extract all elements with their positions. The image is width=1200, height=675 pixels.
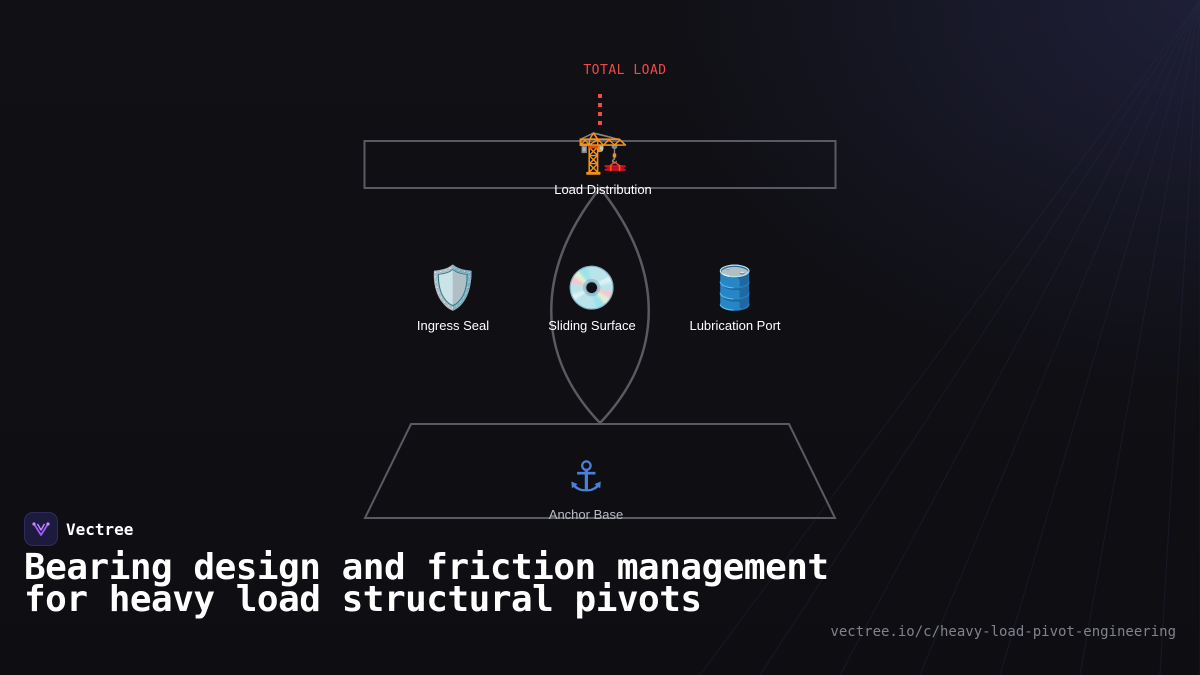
node-lubrication-port: 🛢️ Lubrication Port xyxy=(645,263,825,334)
total-load-label: TOTAL LOAD xyxy=(583,63,667,78)
node-sliding-surface: 💿 Sliding Surface xyxy=(502,263,682,334)
shield-icon: 🛡️ xyxy=(426,263,480,312)
source-url: vectree.io/c/heavy-load-pivot-engineerin… xyxy=(830,624,1176,640)
anchor-base-label: Anchor Base xyxy=(548,507,624,522)
page-title: Bearing design and friction management f… xyxy=(24,547,829,620)
node-anchor-base: ⚓ Anchor Base xyxy=(496,452,676,523)
construction-crane-icon: 🏗️ xyxy=(576,127,630,176)
lubrication-port-label: Lubrication Port xyxy=(689,318,781,333)
load-distribution-label: Load Distribution xyxy=(554,182,652,197)
brand-name: Vectree xyxy=(66,519,134,539)
disc-icon: 💿 xyxy=(565,263,619,312)
node-ingress-seal: 🛡️ Ingress Seal xyxy=(363,263,543,334)
ingress-seal-label: Ingress Seal xyxy=(416,318,490,333)
anchor-icon: ⚓ xyxy=(567,452,605,501)
node-load-distribution: 🏗️ Load Distribution xyxy=(513,127,693,198)
anchor-base-outline xyxy=(363,423,837,519)
vectree-logo-icon xyxy=(24,512,58,546)
sliding-surface-label: Sliding Surface xyxy=(548,318,636,333)
oil-drum-icon: 🛢️ xyxy=(708,263,762,312)
brand: Vectree xyxy=(24,512,133,546)
